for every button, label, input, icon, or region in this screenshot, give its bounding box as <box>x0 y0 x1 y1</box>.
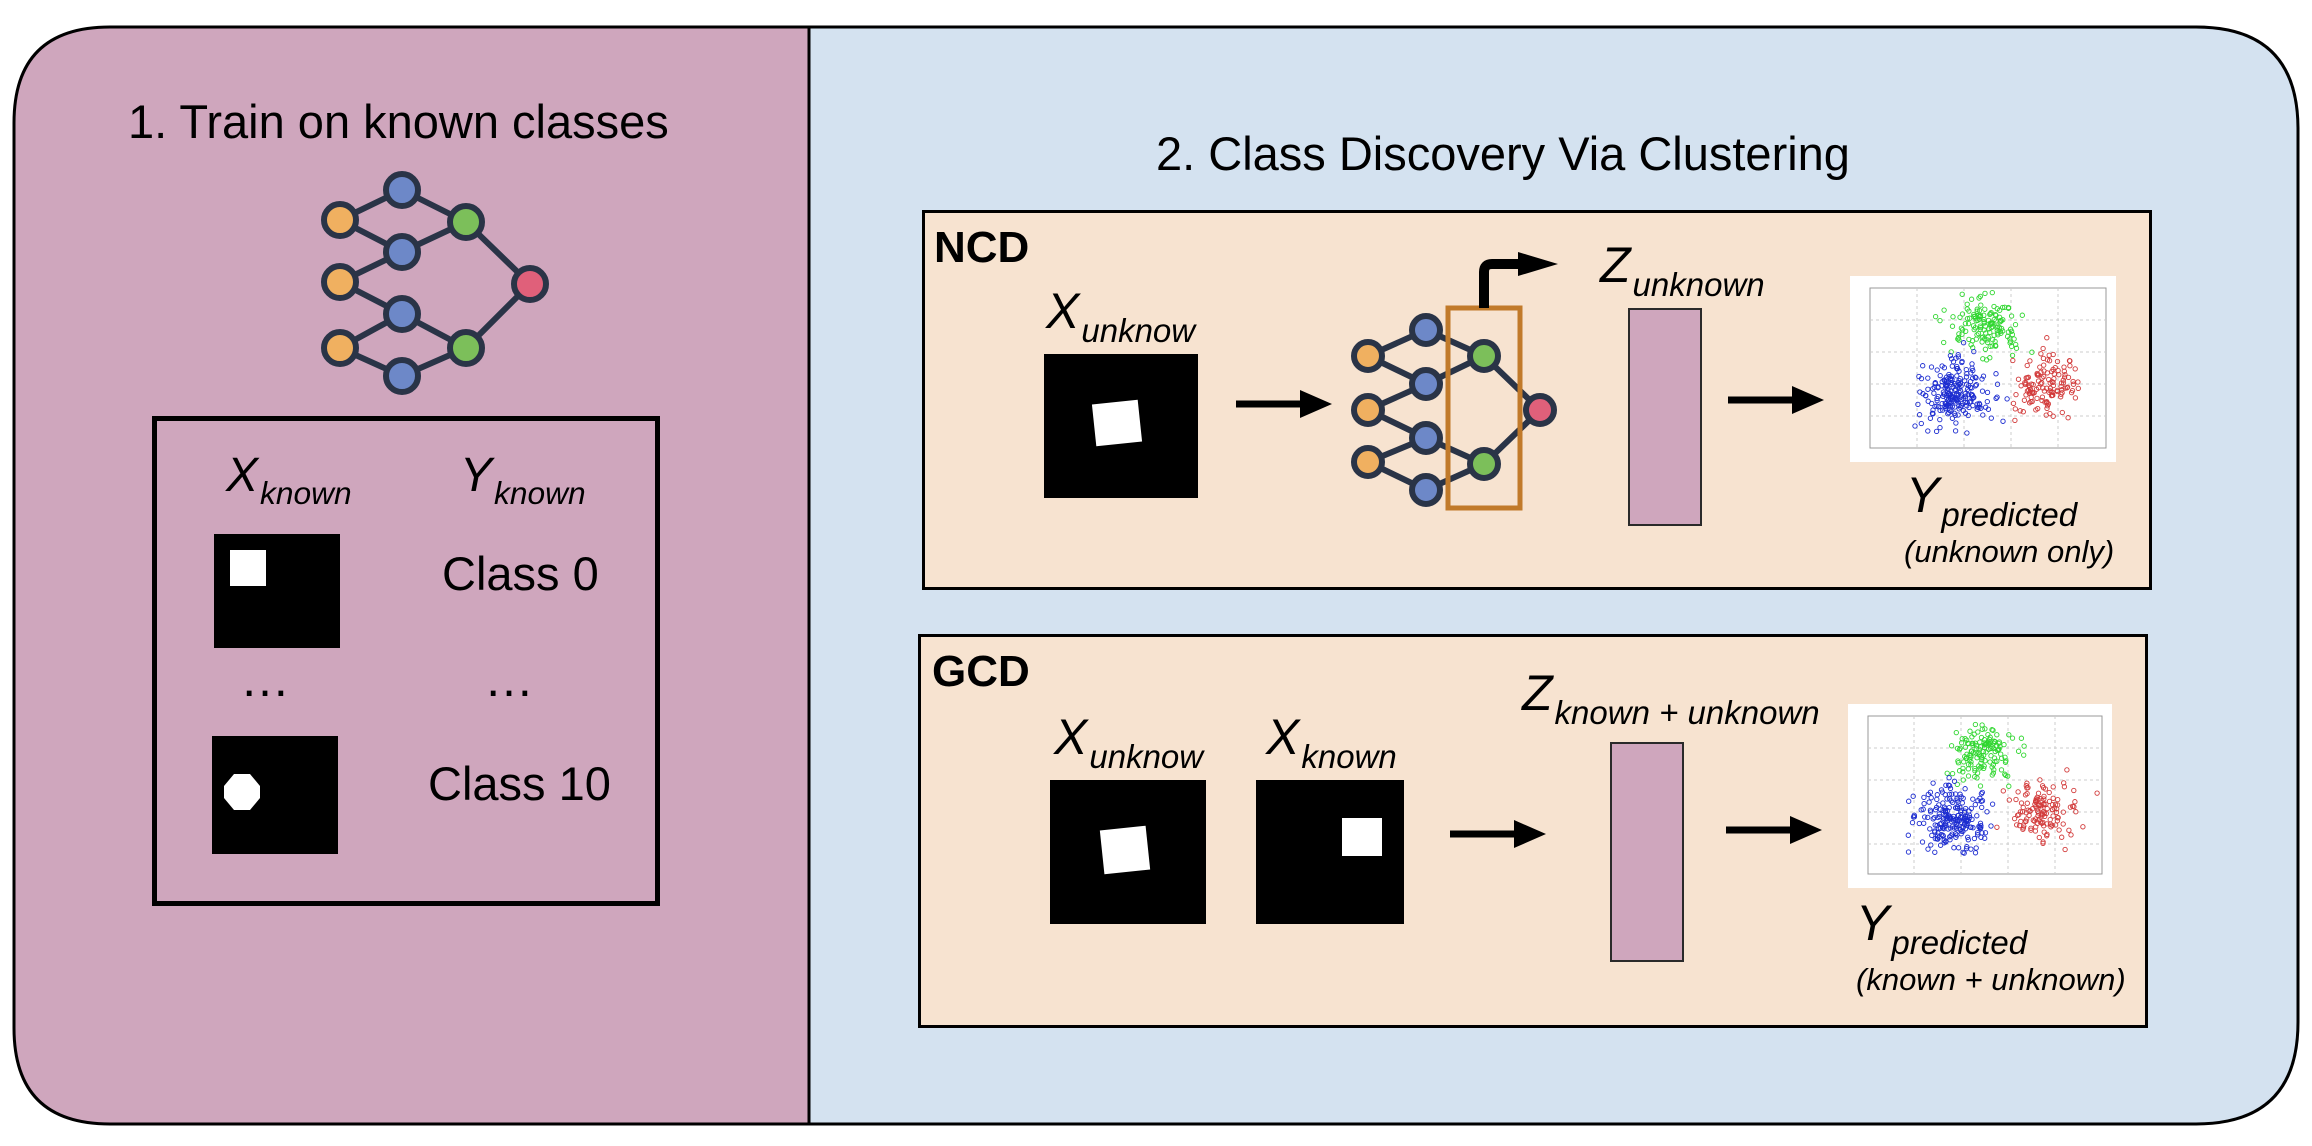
neural-network-icon <box>321 171 549 395</box>
gcd-latent-bar <box>1610 742 1684 962</box>
ncd-z-label: Zunknown <box>1600 237 1765 303</box>
ncd-unknown-image <box>1044 354 1198 498</box>
ncd-cluster-scatter-plot <box>1850 276 2116 462</box>
known-sample-image-class0 <box>214 534 340 648</box>
arrow-right-icon <box>1450 820 1546 848</box>
known-data-table <box>152 416 660 906</box>
diamond-shape <box>224 774 260 810</box>
gcd-x-unknown-label: Xunknow <box>1054 709 1204 775</box>
left-panel <box>14 27 810 1124</box>
outer-border <box>12 25 2300 1126</box>
square-shape <box>230 550 266 586</box>
gcd-y-note: (known + unknown) <box>1856 962 2126 997</box>
ncd-tag: NCD <box>934 223 1030 272</box>
gcd-y-label: Ypredicted <box>1856 895 2028 961</box>
y-known-label: Yknown <box>460 449 586 512</box>
class-10-label: Class 10 <box>428 757 611 810</box>
x-known-label: Xknown <box>226 449 352 512</box>
ellipsis-left: … <box>240 651 290 707</box>
ncd-y-label: Ypredicted <box>1906 467 2078 533</box>
gcd-unknown-image <box>1050 780 1206 924</box>
arrow-right-icon <box>1726 816 1822 844</box>
arrow-right-icon <box>1236 390 1332 418</box>
tilted-square-shape <box>1099 825 1151 875</box>
tilted-square-shape <box>1091 399 1143 447</box>
gcd-tag: GCD <box>932 647 1030 696</box>
left-panel-title: 1. Train on known classes <box>128 95 669 148</box>
ncd-latent-bar <box>1628 308 1702 526</box>
right-panel-title: 2. Class Discovery Via Clustering <box>1156 127 1850 180</box>
ncd-y-note: (unknown only) <box>1904 534 2115 569</box>
square-shape <box>1342 818 1382 856</box>
known-sample-image-class10 <box>212 736 338 854</box>
ncd-network-icon <box>1351 252 1558 511</box>
gcd-x-known-label: Xknown <box>1266 709 1397 775</box>
ellipsis-right: … <box>484 651 534 707</box>
class-0-label: Class 0 <box>442 547 599 600</box>
gcd-known-image <box>1256 780 1404 924</box>
gcd-cluster-scatter-plot <box>1848 704 2112 888</box>
arrow-right-icon <box>1728 386 1824 414</box>
ncd-x-label: Xunknow <box>1046 283 1196 349</box>
gcd-z-label: Zknown + unknown <box>1522 665 1820 731</box>
